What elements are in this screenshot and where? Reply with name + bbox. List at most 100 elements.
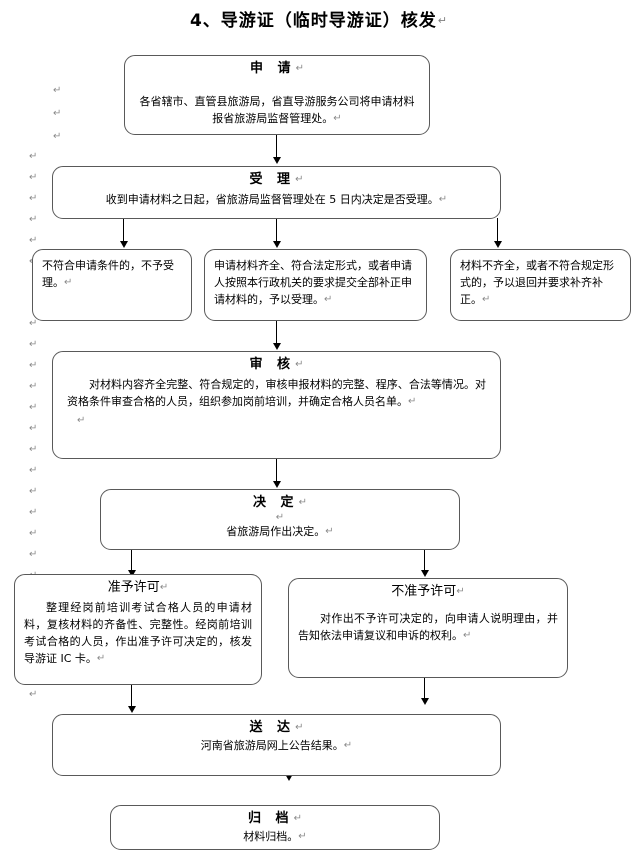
return-mark-icon: ↵ [29,381,38,392]
connector-permit-deliver [131,684,132,709]
node-branch-accept[interactable]: 申请材料齐全、符合法定形式，或者申请人按照本行政机关的要求提交全部补正申请材料的… [204,249,427,321]
return-mark-icon: ↵ [295,63,304,74]
node-branch-return[interactable]: 材料不齐全，或者不符合规定形式的，予以退回并要求补齐补正。↵ [450,249,631,321]
return-mark-icon: ↵ [298,497,307,508]
node-permit-header: 准予许可↵ [107,580,169,595]
node-deliver-body: 河南省旅游局网上公告结果。↵ [53,737,500,754]
return-mark-icon: ↵ [29,360,38,371]
return-mark-icon: ↵ [29,172,38,183]
node-apply[interactable]: 申 请↵ 各省辖市、直管县旅游局，省直导游服务公司将申请材料 报省旅游局监督管理… [124,55,430,135]
return-mark-icon: ↵ [29,318,38,329]
spacer [289,601,567,610]
node-branch-reject-text: 不符合申请条件的，不予受理。 [42,259,174,290]
return-mark-icon: ↵ [29,339,38,350]
node-deny[interactable]: 不准予许可↵ 对作出不予许可决定的，向申请人说明理由，并告知依法申请复议和申诉的… [288,578,568,678]
return-mark-icon: ↵ [29,465,38,476]
node-review-body: 对材料内容齐全完整、符合规定的，审核申报材料的完整、程序、合法等情况。对资格条件… [53,374,500,410]
return-mark-icon: ↵ [333,112,342,124]
node-branch-return-body: 材料不齐全，或者不符合规定形式的，予以退回并要求补齐补正。↵ [451,250,630,308]
return-mark-icon: ↵ [325,525,334,537]
return-mark-icon: ↵ [77,414,86,426]
node-branch-reject[interactable]: 不符合申请条件的，不予受理。↵ [32,249,192,321]
node-deliver[interactable]: 送 达↵ 河南省旅游局网上公告结果。↵ [52,714,501,776]
return-mark-icon: ↵ [275,511,285,523]
arrowhead-icon [273,241,281,248]
return-mark-icon: ↵ [29,507,38,518]
connector-deny-deliver [424,677,425,701]
node-deny-header: 不准予许可↵ [391,584,465,599]
return-mark-icon: ↵ [437,14,449,27]
connector-accept-reject [123,218,124,244]
node-accept-body: 收到申请材料之日起，省旅游局监督管理处在 5 日内决定是否受理。↵ [53,189,500,208]
return-mark-icon: ↵ [29,689,38,700]
connector-decide-permit [131,549,132,573]
node-apply-body: 各省辖市、直管县旅游局，省直导游服务公司将申请材料 报省旅游局监督管理处。↵ [125,93,429,127]
node-decide-body: 省旅游局作出决定。↵ [101,523,459,540]
connector-apply-accept [276,134,277,160]
return-mark-icon: ↵ [29,444,38,455]
return-mark-icon: ↵ [53,108,62,119]
return-mark-icon: ↵ [53,131,62,142]
connector-accept-accepted [276,218,277,244]
node-branch-accept-text: 申请材料齐全、符合法定形式，或者申请人按照本行政机关的要求提交全部补正申请材料的… [214,259,412,307]
node-deliver-text: 河南省旅游局网上公告结果。 [200,738,344,752]
arrowhead-icon [120,241,128,248]
node-decide-blank-mark: ↵ [101,512,459,523]
arrowhead-icon [421,570,429,577]
connector-accept-returned [497,218,498,244]
return-mark-icon: ↵ [29,214,38,225]
node-review-trailing-mark: ↵ [53,410,500,429]
return-mark-icon: ↵ [295,359,304,370]
return-mark-icon: ↵ [482,294,491,306]
return-mark-icon: ↵ [29,235,38,246]
return-mark-icon: ↵ [29,486,38,497]
return-mark-icon: ↵ [96,652,106,664]
arrowhead-icon [273,343,281,350]
page-title-text: 4、导游证（临时导游证）核发 [189,11,437,31]
return-mark-icon: ↵ [53,85,62,96]
return-mark-icon: ↵ [295,174,304,185]
connector-decide-deny [424,549,425,573]
connector-accepted-review [276,320,277,346]
return-mark-icon: ↵ [29,193,38,204]
return-mark-icon: ↵ [343,739,353,751]
return-mark-icon: ↵ [324,294,333,306]
return-mark-icon: ↵ [295,722,304,733]
node-accept-line-1: 收到申请材料之日起，省旅游局监督管理处在 5 日内决定是否受理。 [105,192,439,206]
node-decide-header: 决 定↵ [253,495,307,510]
return-mark-icon: ↵ [463,629,472,641]
arrowhead-icon [128,706,136,713]
page-title: 4、导游证（临时导游证）核发↵ [0,6,638,31]
arrowhead-icon [421,698,429,705]
node-permit-body: 整理经岗前培训考试合格人员的申请材料，复核材料的齐备性、完整性。经岗前培训考试合… [15,597,261,667]
return-mark-icon: ↵ [29,151,38,162]
return-mark-icon: ↵ [298,830,307,842]
node-accept[interactable]: 受 理↵ 收到申请材料之日起，省旅游局监督管理处在 5 日内决定是否受理。↵ [52,166,501,219]
node-archive-header: 归 档↵ [248,811,302,826]
node-decide-text: 省旅游局作出决定。 [226,524,326,538]
node-archive-body: 材料归档。↵ [111,828,439,845]
arrowhead-icon [128,570,136,577]
spacer [125,78,429,93]
return-mark-icon: ↵ [29,549,38,560]
node-archive[interactable]: 归 档↵ 材料归档。↵ [110,805,440,850]
return-mark-icon: ↵ [408,395,417,407]
return-mark-icon: ↵ [456,586,465,597]
node-archive-text: 材料归档。 [243,829,299,843]
node-branch-reject-body: 不符合申请条件的，不予受理。↵ [33,250,191,291]
node-deny-text: 对作出不予许可决定的，向申请人说明理由，并告知依法申请复议和申诉的权利。 [298,611,558,642]
node-review[interactable]: 审 核↵ 对材料内容齐全完整、符合规定的，审核申报材料的完整、程序、合法等情况。… [52,351,501,459]
node-deny-body: 对作出不予许可决定的，向申请人说明理由，并告知依法申请复议和申诉的权利。↵ [289,610,567,644]
arrowhead-icon [494,241,502,248]
node-decide[interactable]: 决 定↵ ↵ 省旅游局作出决定。↵ [100,489,460,550]
node-branch-accept-body: 申请材料齐全、符合法定形式，或者申请人按照本行政机关的要求提交全部补正申请材料的… [205,250,426,308]
connector-review-decide [276,458,277,484]
node-apply-line-2: 报省旅游局监督管理处。↵ [212,111,342,125]
node-branch-return-text: 材料不齐全，或者不符合规定形式的，予以退回并要求补齐补正。 [460,259,614,307]
node-permit[interactable]: 准予许可↵ 整理经岗前培训考试合格人员的申请材料，复核材料的齐备性、完整性。经岗… [14,574,262,685]
node-review-header: 审 核↵ [249,357,304,372]
return-mark-icon: ↵ [64,277,73,289]
node-permit-text: 整理经岗前培训考试合格人员的申请材料，复核材料的齐备性、完整性。经岗前培训考试合… [24,600,252,665]
node-deliver-header: 送 达↵ [249,720,304,735]
